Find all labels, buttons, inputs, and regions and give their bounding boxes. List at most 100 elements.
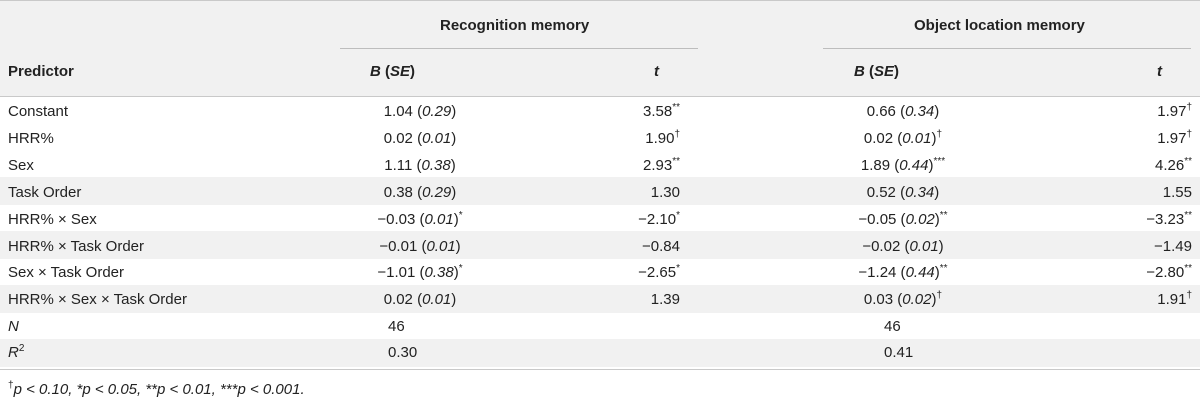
rm-t-sig: * bbox=[676, 263, 680, 274]
table-cell-ol-t: 1.97† bbox=[1062, 102, 1192, 122]
table-cell-ol-t: 4.26** bbox=[1062, 156, 1192, 176]
table-cell-ol-b: 0.52 (0.34) bbox=[866, 184, 940, 201]
rm-b-sig: * bbox=[458, 210, 463, 221]
ol-b-value: 0.52 bbox=[866, 184, 896, 201]
rm-t-value: −2.10 bbox=[638, 211, 677, 228]
table-cell-ol-b: 1.89 (0.44)*** bbox=[860, 156, 946, 175]
table-cell-ol-t: 1.97† bbox=[1062, 129, 1192, 149]
table-cell-ol-b: −1.24 (0.44)** bbox=[858, 263, 948, 282]
ol-b-value: 1.89 bbox=[860, 157, 891, 174]
table-cell-ol-b: 0.02 (0.01)† bbox=[863, 129, 943, 148]
table-cell-rm-t: −2.65* bbox=[560, 263, 680, 283]
table-cell-rm-t: 2.93** bbox=[560, 156, 680, 176]
ol-t-value: 1.91 bbox=[1157, 291, 1187, 308]
table-cell-predictor: Task Order bbox=[8, 183, 81, 203]
rm-t-value: 3.58 bbox=[643, 103, 673, 120]
r2-ol-value: 0.41 bbox=[884, 344, 914, 361]
ol-t-sig: † bbox=[1186, 290, 1192, 301]
ol-b-sig: *** bbox=[933, 156, 946, 167]
table-cell-rm-b: −0.03 (0.01)* bbox=[377, 210, 463, 229]
rm-t-value: 1.30 bbox=[650, 184, 680, 201]
rm-t-sig: ** bbox=[672, 156, 680, 167]
ol-t-sig: ** bbox=[1184, 263, 1192, 274]
predictor-label: Constant bbox=[8, 103, 69, 120]
ol-b-value: 0.03 bbox=[863, 291, 894, 308]
table-cell-rm-t: 3.58** bbox=[560, 102, 680, 122]
ol-t-value: 4.26 bbox=[1155, 157, 1185, 174]
rm-t-sig: ** bbox=[672, 102, 680, 113]
rm-b-value: 1.04 bbox=[383, 103, 413, 120]
group-rule-recognition bbox=[340, 48, 698, 49]
r2-rm-value: 0.30 bbox=[388, 344, 418, 361]
table-cell-predictor: Constant bbox=[8, 102, 68, 122]
ol-b-value: 0.66 bbox=[866, 103, 896, 120]
ol-t-value: −2.80 bbox=[1146, 264, 1185, 281]
rm-b-value: 1.11 bbox=[384, 157, 413, 174]
table-cell-rm-b: −1.01 (0.38)* bbox=[377, 263, 463, 282]
table-cell-ol-t: 1.91† bbox=[1062, 290, 1192, 310]
table-footnote: †p < 0.10, *p < 0.05, **p < 0.01, ***p <… bbox=[8, 380, 305, 399]
table-cell-ol-t: −2.80** bbox=[1062, 263, 1192, 283]
table-cell-predictor: HRR% × Sex × Task Order bbox=[8, 290, 187, 310]
col-header-rm-b: B (SE) bbox=[370, 63, 416, 80]
ol-t-sig: † bbox=[1186, 102, 1192, 113]
rm-t-sig: † bbox=[674, 129, 680, 140]
table-cell-predictor: HRR% bbox=[8, 129, 54, 149]
table-cell-rm-t: 1.90† bbox=[560, 129, 680, 149]
table-cell-ol-b: −0.02 (0.01) bbox=[862, 238, 944, 255]
ol-b-sig: ** bbox=[939, 263, 948, 274]
table-cell-ol-b: 0.03 (0.02)† bbox=[863, 290, 943, 309]
table-cell-rm-b: 0.02 (0.01) bbox=[383, 291, 457, 308]
group-rule-object-location bbox=[823, 48, 1191, 49]
ol-se-value: 0.02 bbox=[905, 211, 935, 228]
r2-label: R2 bbox=[8, 343, 25, 362]
rm-b-value: 0.02 bbox=[383, 130, 413, 147]
ol-se-value: 0.01 bbox=[909, 238, 939, 255]
table-cell-ol-b: 0.66 (0.34) bbox=[866, 103, 940, 120]
predictor-label: Task Order bbox=[8, 184, 82, 201]
n-ol-value: 46 bbox=[884, 318, 901, 335]
col-header-rm-t: t bbox=[654, 63, 659, 80]
predictor-label: HRR% × Sex bbox=[8, 211, 97, 228]
n-label: N bbox=[8, 318, 19, 335]
table-cell-predictor: Sex bbox=[8, 156, 34, 176]
ol-t-sig: ** bbox=[1184, 156, 1192, 167]
row-band-n bbox=[0, 339, 1200, 367]
rm-b-value: 0.02 bbox=[383, 291, 413, 308]
table-cell-predictor: HRR% × Sex bbox=[8, 210, 97, 230]
rm-b-value: 0.38 bbox=[383, 184, 413, 201]
table-cell-ol-t: −3.23** bbox=[1062, 210, 1192, 230]
table-cell-rm-t: −2.10* bbox=[560, 210, 680, 230]
ol-b-sig: ** bbox=[939, 210, 948, 221]
table-cell-rm-t: 1.39 bbox=[560, 290, 680, 310]
rm-se-value: 0.29 bbox=[422, 184, 452, 201]
predictor-label: Sex × Task Order bbox=[8, 264, 125, 281]
ol-se-value: 0.34 bbox=[905, 184, 935, 201]
rm-t-value: 1.90 bbox=[645, 130, 675, 147]
rm-b-value: −0.01 bbox=[379, 238, 418, 255]
rm-se-value: 0.01 bbox=[424, 211, 454, 228]
table-cell-rm-b: 0.38 (0.29) bbox=[383, 184, 457, 201]
rm-se-value: 0.29 bbox=[422, 103, 452, 120]
rm-b-value: −1.01 bbox=[377, 264, 416, 281]
ol-se-value: 0.34 bbox=[905, 103, 935, 120]
ol-b-value: −1.24 bbox=[858, 264, 897, 281]
rm-se-value: 0.38 bbox=[424, 264, 454, 281]
row-band-sex-task bbox=[0, 285, 1200, 313]
ol-t-value: −1.49 bbox=[1154, 238, 1192, 255]
table-cell-predictor: Sex × Task Order bbox=[8, 263, 124, 283]
rm-t-value: −2.65 bbox=[638, 264, 677, 281]
predictor-label: HRR% × Sex × Task Order bbox=[8, 291, 187, 308]
rm-se-value: 0.01 bbox=[422, 291, 452, 308]
table-cell-ol-t: −1.49 bbox=[1062, 237, 1192, 257]
predictor-label: HRR% bbox=[8, 130, 54, 147]
ol-t-sig: ** bbox=[1184, 210, 1192, 221]
table-cell-rm-b: 0.02 (0.01) bbox=[383, 130, 457, 147]
ol-t-value: 1.97 bbox=[1157, 103, 1187, 120]
rm-se-value: 0.38 bbox=[421, 157, 451, 174]
ol-b-value: −0.05 bbox=[858, 211, 897, 228]
table-cell-rm-t: 1.30 bbox=[560, 183, 680, 203]
ol-b-sig: † bbox=[936, 290, 943, 301]
col-header-ol-t: t bbox=[1157, 63, 1162, 80]
rm-se-value: 0.01 bbox=[426, 238, 456, 255]
